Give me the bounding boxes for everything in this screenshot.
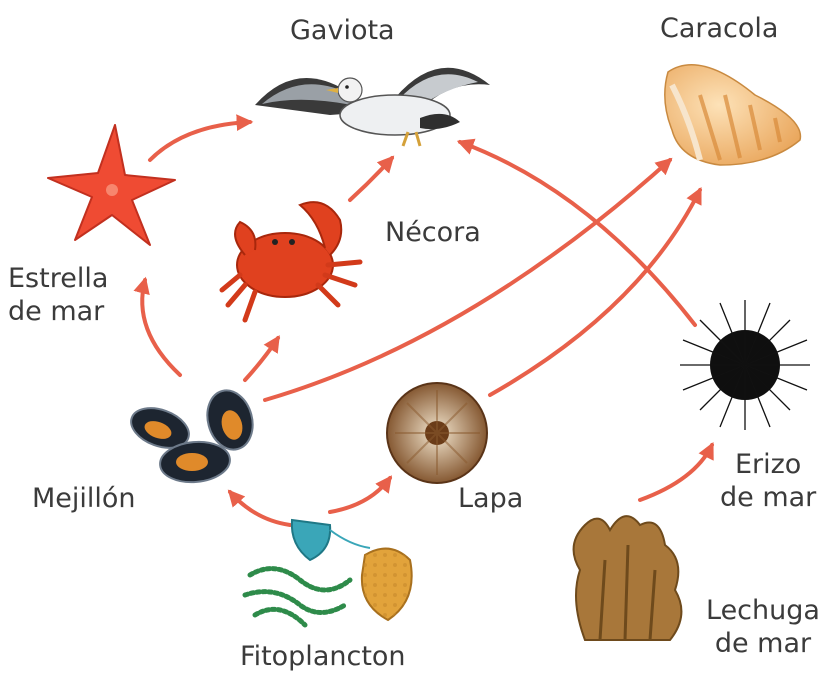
phytoplankton-icon: [245, 520, 412, 625]
arrow-fitoplancton-to-mejillon: [230, 492, 290, 525]
label-fitoplancton: Fitoplancton: [240, 640, 406, 673]
sea-lettuce-icon: [574, 516, 682, 640]
label-necora: Nécora: [385, 216, 481, 249]
starfish-icon: [48, 125, 175, 245]
label-estrella-de-mar: Estrella de mar: [8, 262, 108, 328]
label-estrella-line-2: de mar: [8, 295, 108, 328]
conch-shell-icon: [665, 65, 801, 165]
label-lechuga-line-2: de mar: [706, 627, 820, 660]
label-estrella-line-1: Estrella: [8, 262, 108, 295]
label-lapa: Lapa: [458, 482, 523, 515]
mussels-icon: [126, 385, 259, 485]
sea-urchin-icon: [680, 300, 810, 430]
arrow-estrella-to-gaviota: [150, 122, 250, 160]
label-caracola: Caracola: [660, 12, 778, 45]
seagull-icon: [255, 68, 490, 146]
arrow-fitoplancton-to-lapa: [330, 478, 390, 512]
arrow-necora-to-gaviota: [350, 158, 392, 200]
label-erizo-line-1: Erizo: [720, 448, 816, 481]
label-erizo-line-2: de mar: [720, 481, 816, 514]
crab-icon: [222, 202, 360, 320]
arrow-mejillon-to-estrella: [142, 280, 180, 375]
label-mejillon: Mejillón: [32, 482, 136, 515]
arrow-lechuga-to-erizo: [640, 445, 712, 500]
limpet-icon: [387, 383, 487, 483]
label-gaviota: Gaviota: [290, 14, 395, 47]
arrow-mejillon-to-necora: [245, 338, 278, 380]
label-lechuga-line-1: Lechuga: [706, 594, 820, 627]
label-lechuga-de-mar: Lechuga de mar: [706, 594, 820, 660]
label-erizo-de-mar: Erizo de mar: [720, 448, 816, 514]
